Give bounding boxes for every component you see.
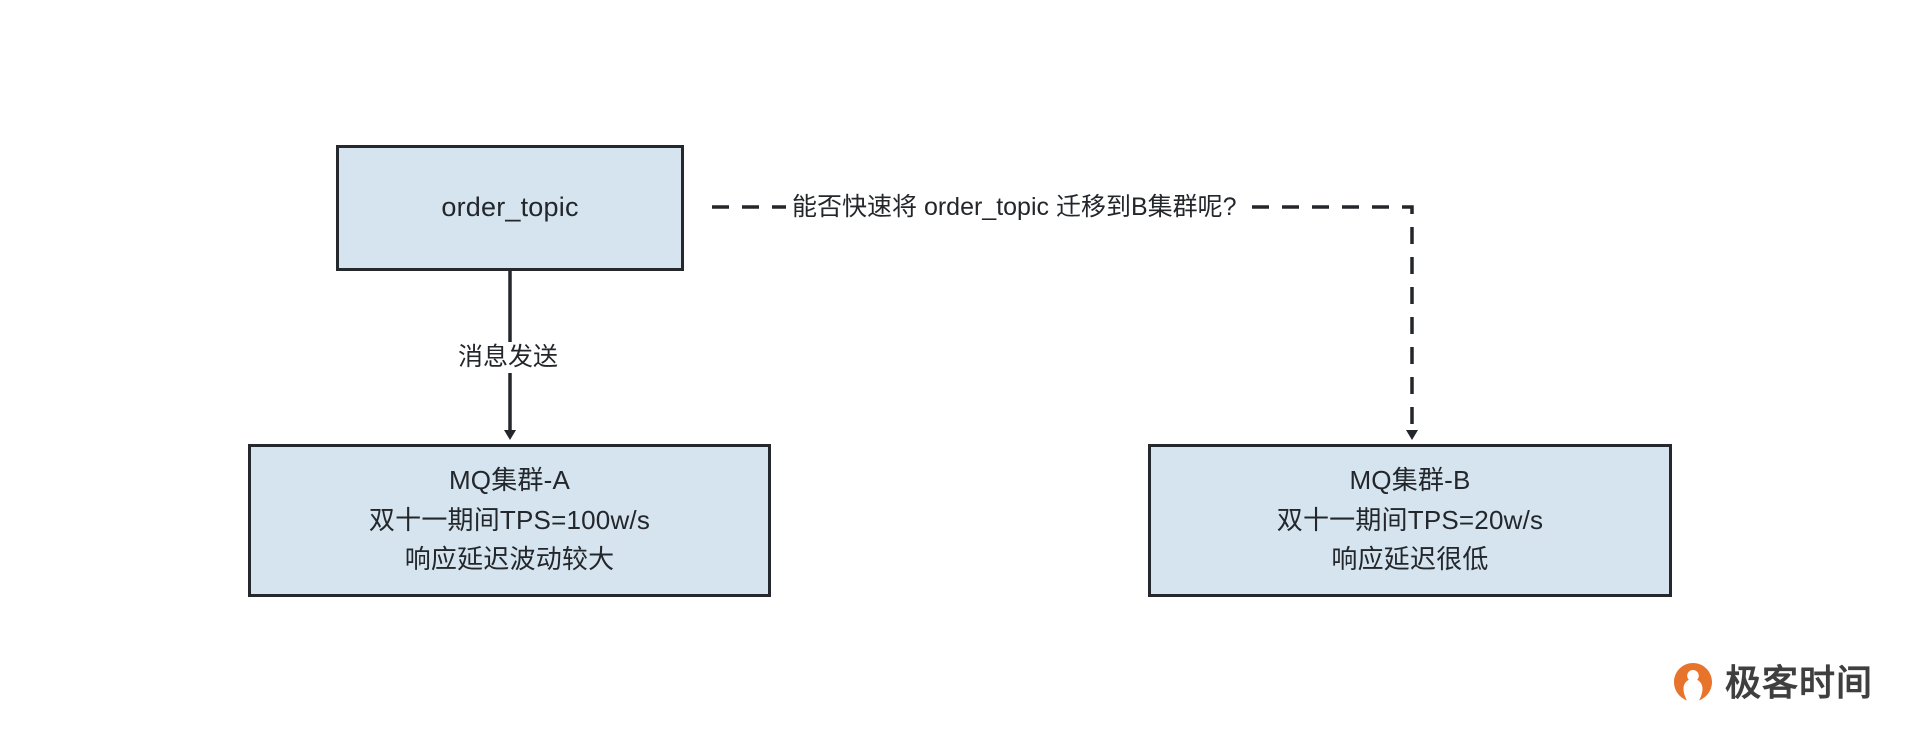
node-order-topic[interactable]: order_topic	[336, 145, 684, 271]
node-mq-cluster-a-label: MQ集群-A 双十一期间TPS=100w/s 响应延迟波动较大	[368, 465, 651, 575]
watermark: 极客时间	[1671, 661, 1873, 705]
node-order-topic-label: order_topic	[441, 192, 579, 223]
edge-label-send-message: 消息发送	[452, 342, 565, 373]
edge-label-migrate: 能否快速将 order_topic 迁移到B集群呢?	[786, 192, 1243, 223]
node-mq-cluster-b-label: MQ集群-B 双十一期间TPS=20w/s 响应延迟很低	[1276, 465, 1544, 575]
geektime-logo-icon	[1674, 663, 1712, 701]
node-mq-cluster-b[interactable]: MQ集群-B 双十一期间TPS=20w/s 响应延迟很低	[1148, 444, 1672, 597]
edge-migrate-to-cluster-b	[712, 205, 1418, 440]
watermark-text: 极客时间	[1725, 662, 1874, 703]
node-mq-cluster-a[interactable]: MQ集群-A 双十一期间TPS=100w/s 响应延迟波动较大	[248, 444, 771, 597]
